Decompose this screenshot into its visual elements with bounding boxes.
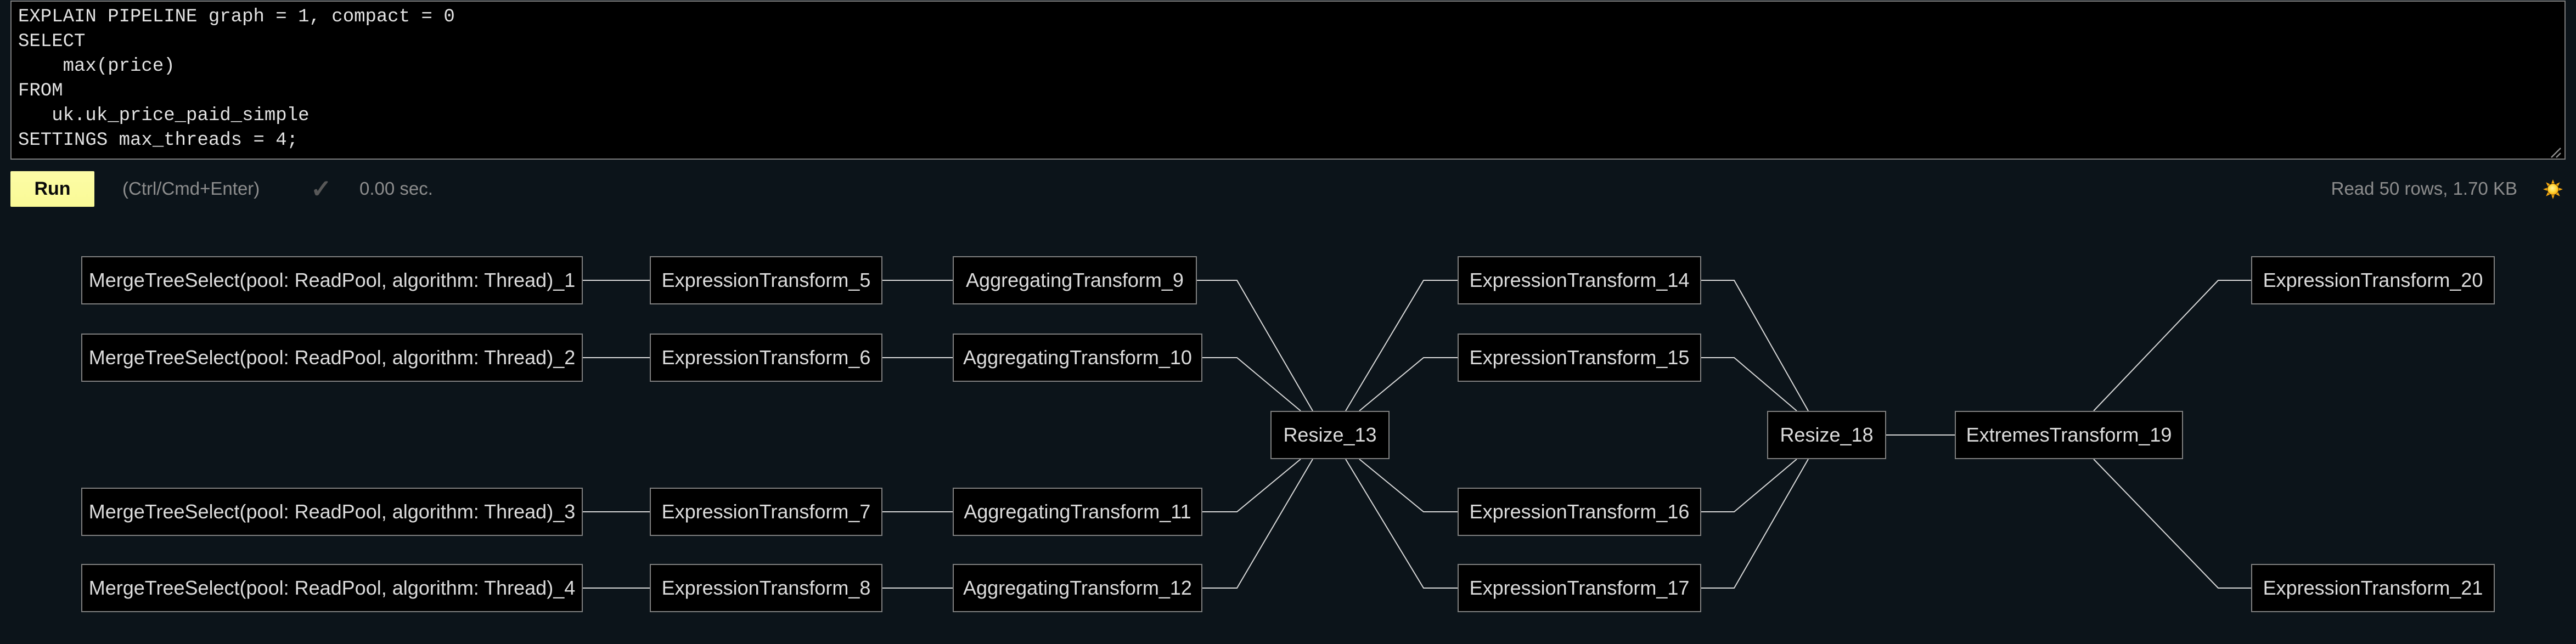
graph-edge-14-18 (1701, 280, 1809, 411)
sun-icon (2543, 179, 2563, 199)
success-check-icon: ✓ (311, 174, 332, 203)
graph-node-20: ExpressionTransform_20 (2251, 256, 2495, 304)
graph-node-12: AggregatingTransform_12 (953, 564, 1202, 612)
elapsed-time: 0.00 sec. (359, 178, 433, 199)
graph-node-11: AggregatingTransform_11 (953, 488, 1202, 536)
graph-node-4: MergeTreeSelect(pool: ReadPool, algorith… (81, 564, 583, 612)
graph-node-6: ExpressionTransform_6 (650, 334, 882, 382)
graph-node-1: MergeTreeSelect(pool: ReadPool, algorith… (81, 256, 583, 304)
graph-node-14: ExpressionTransform_14 (1458, 256, 1701, 304)
graph-edge-19-21 (2093, 459, 2251, 589)
graph-edge-9-13 (1197, 280, 1313, 411)
graph-node-3: MergeTreeSelect(pool: ReadPool, algorith… (81, 488, 583, 536)
graph-edge-19-20 (2093, 280, 2251, 411)
graph-node-10: AggregatingTransform_10 (953, 334, 1202, 382)
graph-edge-13-17 (1345, 459, 1458, 589)
graph-node-13: Resize_13 (1270, 411, 1390, 459)
run-shortcut-hint: (Ctrl/Cmd+Enter) (122, 178, 260, 199)
theme-toggle-button[interactable] (2543, 179, 2563, 200)
graph-edge-13-15 (1359, 357, 1458, 411)
graph-edge-13-14 (1345, 280, 1458, 411)
graph-edge-17-18 (1701, 459, 1809, 589)
graph-edge-15-18 (1701, 357, 1797, 411)
graph-node-17: ExpressionTransform_17 (1458, 564, 1701, 612)
toolbar: Run (Ctrl/Cmd+Enter) ✓ 0.00 sec. Read 50… (0, 171, 2576, 207)
graph-node-21: ExpressionTransform_21 (2251, 564, 2495, 612)
sql-editor[interactable] (10, 1, 2566, 160)
graph-node-2: MergeTreeSelect(pool: ReadPool, algorith… (81, 334, 583, 382)
graph-node-9: AggregatingTransform_9 (953, 256, 1197, 304)
graph-node-19: ExtremesTransform_19 (1955, 411, 2183, 459)
textarea-resize-grip[interactable] (2547, 144, 2562, 159)
graph-node-16: ExpressionTransform_16 (1458, 488, 1701, 536)
query-stats: Read 50 rows, 1.70 KB (2331, 178, 2517, 199)
graph-edge-13-16 (1359, 459, 1458, 512)
graph-edge-10-13 (1202, 357, 1301, 411)
graph-edge-12-13 (1202, 459, 1313, 589)
graph-node-7: ExpressionTransform_7 (650, 488, 882, 536)
graph-node-18: Resize_18 (1767, 411, 1886, 459)
graph-node-15: ExpressionTransform_15 (1458, 334, 1701, 382)
graph-edge-16-18 (1701, 459, 1797, 512)
graph-node-8: ExpressionTransform_8 (650, 564, 882, 612)
graph-edge-11-13 (1202, 459, 1301, 512)
graph-node-5: ExpressionTransform_5 (650, 256, 882, 304)
run-button[interactable]: Run (10, 171, 94, 207)
